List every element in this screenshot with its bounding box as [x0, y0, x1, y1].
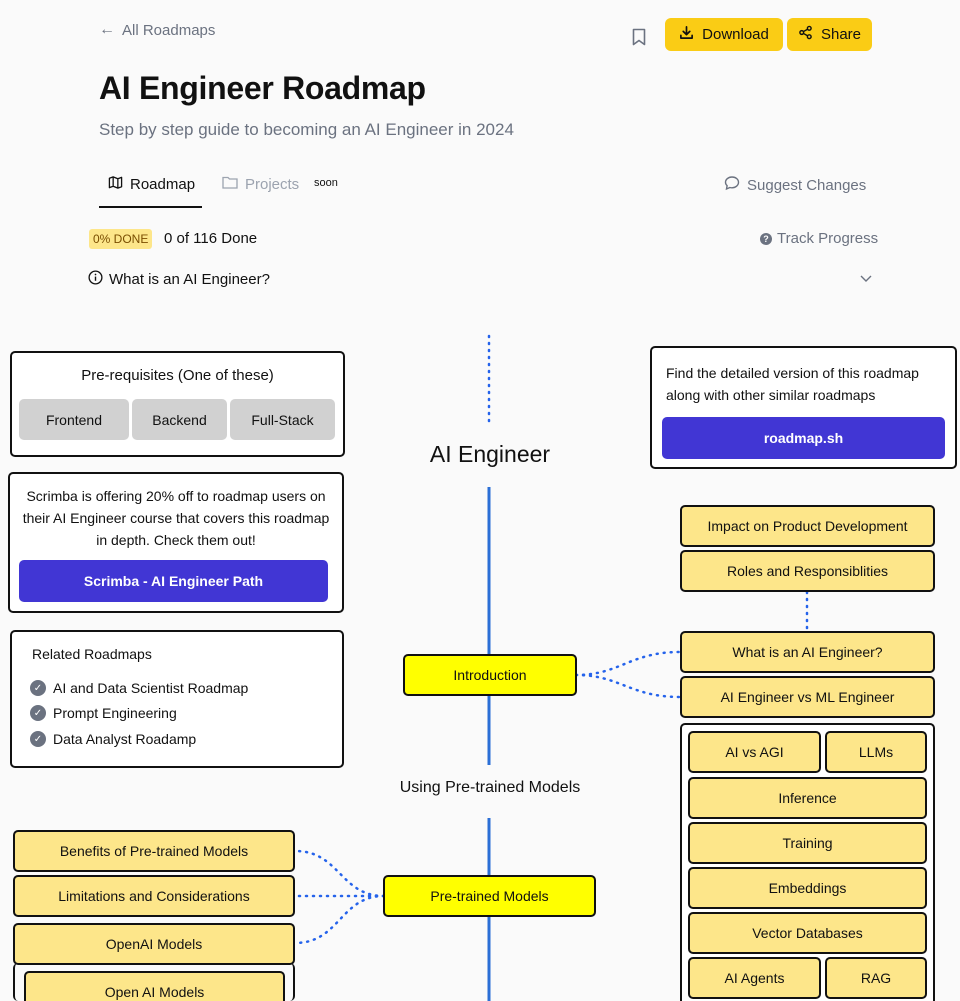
chevron-down-icon[interactable] [859, 271, 873, 290]
share-icon [798, 25, 813, 44]
map-icon [108, 175, 123, 194]
node-rag[interactable]: RAG [825, 957, 927, 999]
related-item[interactable]: ✓ Data Analyst Roadamp [30, 731, 196, 747]
node-pretrained-models[interactable]: Pre-trained Models [383, 875, 596, 917]
node-openai-models[interactable]: OpenAI Models [13, 923, 295, 965]
share-button[interactable]: Share [787, 18, 872, 51]
section-title-pretrained: Using Pre-trained Models [399, 779, 581, 796]
node-benefits-pretrained[interactable]: Benefits of Pre-trained Models [13, 830, 295, 872]
detailed-roadmap-text: Find the detailed version of this roadma… [666, 365, 919, 403]
roadmap-center-title: AI Engineer [429, 441, 551, 467]
roadmap-sh-button[interactable]: roadmap.sh [662, 417, 945, 459]
download-icon [679, 25, 694, 44]
related-item-label: Data Analyst Roadamp [53, 731, 197, 747]
related-roadmaps-box: Related Roadmaps ✓ AI and Data Scientist… [10, 630, 344, 768]
detailed-roadmap-box: Find the detailed version of this roadma… [650, 346, 957, 469]
suggest-changes-link[interactable]: Suggest Changes [724, 175, 866, 195]
info-icon [88, 270, 103, 289]
roadmap-canvas: Pre-requisites (One of these) Frontend B… [0, 300, 960, 1001]
track-progress-label: Track Progress [777, 230, 879, 247]
scrimba-box: Scrimba is offering 20% off to roadmap u… [8, 472, 344, 613]
suggest-changes-label: Suggest Changes [747, 176, 867, 194]
node-what-is-ai-engineer[interactable]: What is an AI Engineer? [680, 631, 935, 673]
node-ai-engineer-vs-ml-engineer[interactable]: AI Engineer vs ML Engineer [680, 676, 935, 718]
openai-group [13, 963, 295, 1001]
check-circle-icon: ✓ [30, 731, 46, 747]
related-item[interactable]: ✓ AI and Data Scientist Roadmap [30, 680, 248, 696]
folder-icon [222, 175, 238, 193]
download-label: Download [702, 26, 769, 43]
faq-toggle[interactable]: What is an AI Engineer? [88, 270, 270, 289]
progress-badge: 0% DONE [89, 229, 153, 249]
check-circle-icon: ✓ [30, 680, 46, 696]
page-subtitle: Step by step guide to becoming an AI Eng… [99, 120, 514, 139]
progress-count: 0 of 116 Done [164, 230, 258, 247]
prerequisites-title: Pre-requisites (One of these) [81, 367, 274, 384]
bookmark-icon[interactable] [629, 26, 649, 48]
node-llms[interactable]: LLMs [825, 731, 927, 773]
question-icon: ? [760, 232, 772, 245]
node-training[interactable]: Training [688, 822, 927, 864]
related-roadmaps-title: Related Roadmaps [32, 646, 152, 662]
track-progress-link[interactable]: ? Track Progress [760, 230, 878, 247]
prereq-fullstack-button[interactable]: Full-Stack [230, 399, 335, 440]
arrow-left-icon: ← [99, 21, 115, 38]
node-open-ai-models[interactable]: Open AI Models [24, 971, 285, 1001]
download-button[interactable]: Download [665, 18, 783, 51]
node-limitations-considerations[interactable]: Limitations and Considerations [13, 875, 295, 917]
all-roadmaps-link[interactable]: ← All Roadmaps [99, 21, 215, 39]
all-roadmaps-label: All Roadmaps [122, 21, 216, 39]
node-introduction[interactable]: Introduction [403, 654, 577, 696]
node-ai-agents[interactable]: AI Agents [688, 957, 821, 999]
node-inference[interactable]: Inference [688, 777, 927, 819]
node-vector-databases[interactable]: Vector Databases [688, 912, 927, 954]
roadmap-connectors [293, 334, 809, 1001]
prereq-backend-button[interactable]: Backend [132, 399, 227, 440]
tab-roadmap[interactable]: Roadmap [108, 175, 195, 194]
share-label: Share [820, 26, 862, 43]
node-ai-vs-agi[interactable]: AI vs AGI [688, 731, 821, 773]
node-roles-responsibilities[interactable]: Roles and Responsiblities [680, 550, 935, 592]
tab-projects[interactable]: Projects [222, 175, 299, 193]
related-item-label: AI and Data Scientist Roadmap [53, 680, 249, 696]
node-embeddings[interactable]: Embeddings [688, 867, 927, 909]
prerequisites-box: Pre-requisites (One of these) Frontend B… [10, 351, 345, 457]
active-tab-underline [99, 206, 202, 208]
tab-roadmap-label: Roadmap [130, 176, 196, 193]
related-item[interactable]: ✓ Prompt Engineering [30, 705, 177, 721]
prereq-frontend-button[interactable]: Frontend [19, 399, 129, 440]
chat-bubble-icon [724, 175, 740, 195]
scrimba-button[interactable]: Scrimba - AI Engineer Path [19, 560, 328, 602]
soon-badge: soon [314, 177, 338, 189]
page-title: AI Engineer Roadmap [99, 70, 426, 106]
scrimba-text: Scrimba is offering 20% off to roadmap u… [22, 488, 330, 548]
node-impact-product-development[interactable]: Impact on Product Development [680, 505, 935, 547]
faq-label: What is an AI Engineer? [109, 271, 270, 288]
related-item-label: Prompt Engineering [53, 705, 177, 721]
check-circle-icon: ✓ [30, 705, 46, 721]
tab-projects-label: Projects [245, 175, 300, 193]
